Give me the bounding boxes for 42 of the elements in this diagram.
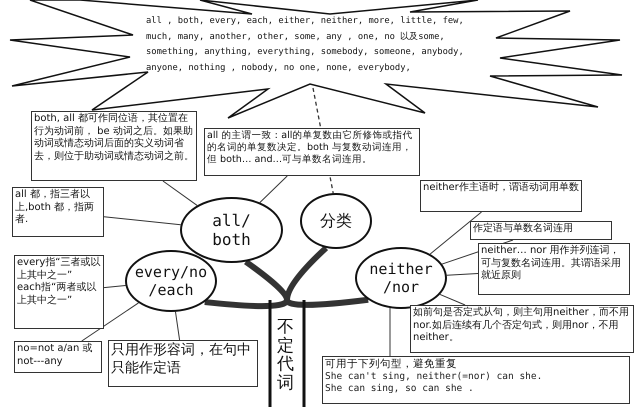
note-text: all 的主谓一致：all的单复数由它所修饰或指代的名词的单复数决定。both 与复数动词连用，但 both… and…可与单数名词连用。 <box>207 130 414 166</box>
note-box <box>478 243 630 295</box>
note-box <box>31 111 197 181</box>
leader-line <box>446 272 478 276</box>
note-box <box>410 305 634 353</box>
example-sentence: She can sing, so can she . <box>325 383 475 395</box>
topic-ellipse: all/ both <box>180 197 283 263</box>
leader-line <box>259 176 288 203</box>
tree-branch <box>284 246 328 300</box>
tree-branch <box>284 296 369 308</box>
leader-line <box>81 302 139 342</box>
note-text: 作定语与单数名词连用 <box>473 223 574 236</box>
note-text: both, all 都可作同位语，其位置在行为动词前， be 动词之后。如果助动词或情态动词后面的实义动词省去，则位于助动词或情态动词之前。 <box>34 113 194 163</box>
tree-branch <box>204 299 290 310</box>
note-text: 如前句是否定式从句，则主句用neither，而不用 nor.如后连续有几个否定句式，则用nor，不用neither。 <box>413 307 630 344</box>
note-box <box>204 128 420 176</box>
leader-line <box>430 212 482 255</box>
note-text: 只用作形容词，在句中只能作定语 <box>111 342 252 377</box>
trunk-label: 不定代词 <box>277 318 294 393</box>
leader-line <box>104 216 182 226</box>
note-box <box>420 180 582 212</box>
word-list: all , both, every, each, either, neither, more, little, few, much, many, another, other, some, any , one, no 以及some, something, anything, everything, somebody, someone, anybody, anyone, nothing , nobody, no one, none, everybody, <box>146 14 486 76</box>
note-text: neither… nor 用作并列连词，可与复数名词连用。其谓语采用就近原则 <box>481 245 622 282</box>
leader-line <box>104 284 126 288</box>
topic-ellipse: every/no /each <box>125 250 217 312</box>
note-box <box>14 341 102 373</box>
note-text: 可用于下列句型，避免重复 <box>325 358 458 372</box>
note-text: every指“三者或以上其中之一” <box>17 257 101 282</box>
note-box <box>14 255 104 329</box>
leader-line <box>175 311 180 340</box>
note-box <box>470 221 612 240</box>
note-text: each指“两者或以上其中之一” <box>17 282 98 307</box>
note-text: no=not a/an 或not---any <box>17 343 94 368</box>
topic-ellipse: 分类 <box>300 193 372 249</box>
example-sentence: She can't sing, neither(=nor) can she. <box>325 371 544 383</box>
leader-line <box>162 180 198 206</box>
note-box <box>12 187 104 237</box>
note-text: all 都，指三者以上,both 都，指两者. <box>15 189 96 226</box>
note-box <box>322 356 630 404</box>
leader-line <box>440 294 466 306</box>
note-box <box>108 340 258 387</box>
note-text: neither作主语时，谓语动词用单数 <box>423 182 579 194</box>
